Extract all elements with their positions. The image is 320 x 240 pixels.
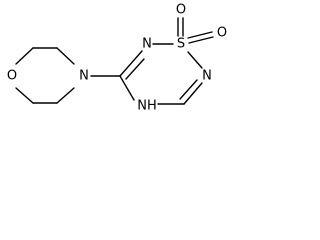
bond-o-c1 [15,47,34,65]
sulfonyl-group [177,17,214,44]
bond-n-ch-double [179,79,198,100]
atom-sulfur: S [177,37,185,52]
atom-nitrogen-morpholine: N [79,69,89,84]
thiadiazine-ring [119,43,203,105]
bond-s-o-right-b [188,36,214,44]
bond-s-o-right-a [187,31,213,39]
atom-nitrogen-right: N [202,69,212,84]
morpholine-ring [15,47,75,104]
bond-n-c3 [56,87,75,104]
bond-c2-n [56,47,75,65]
atom-nh: NH [137,99,157,114]
bond-nh-c [119,75,135,101]
bond-s-n-right [187,51,203,69]
bond-c-n-upper [119,50,143,77]
molecule-diagram: O N N S O O N NH [7,3,227,114]
bond-c-n-upper-double [125,58,145,80]
atom-nitrogen-upper: N [142,37,152,52]
atom-oxygen-sulfonyl-right: O [217,26,227,41]
bond-c4-o [15,87,34,104]
bond-n-ch [183,82,203,105]
atom-oxygen-sulfonyl-top: O [176,3,186,18]
atom-oxygen-ring: O [7,69,17,84]
